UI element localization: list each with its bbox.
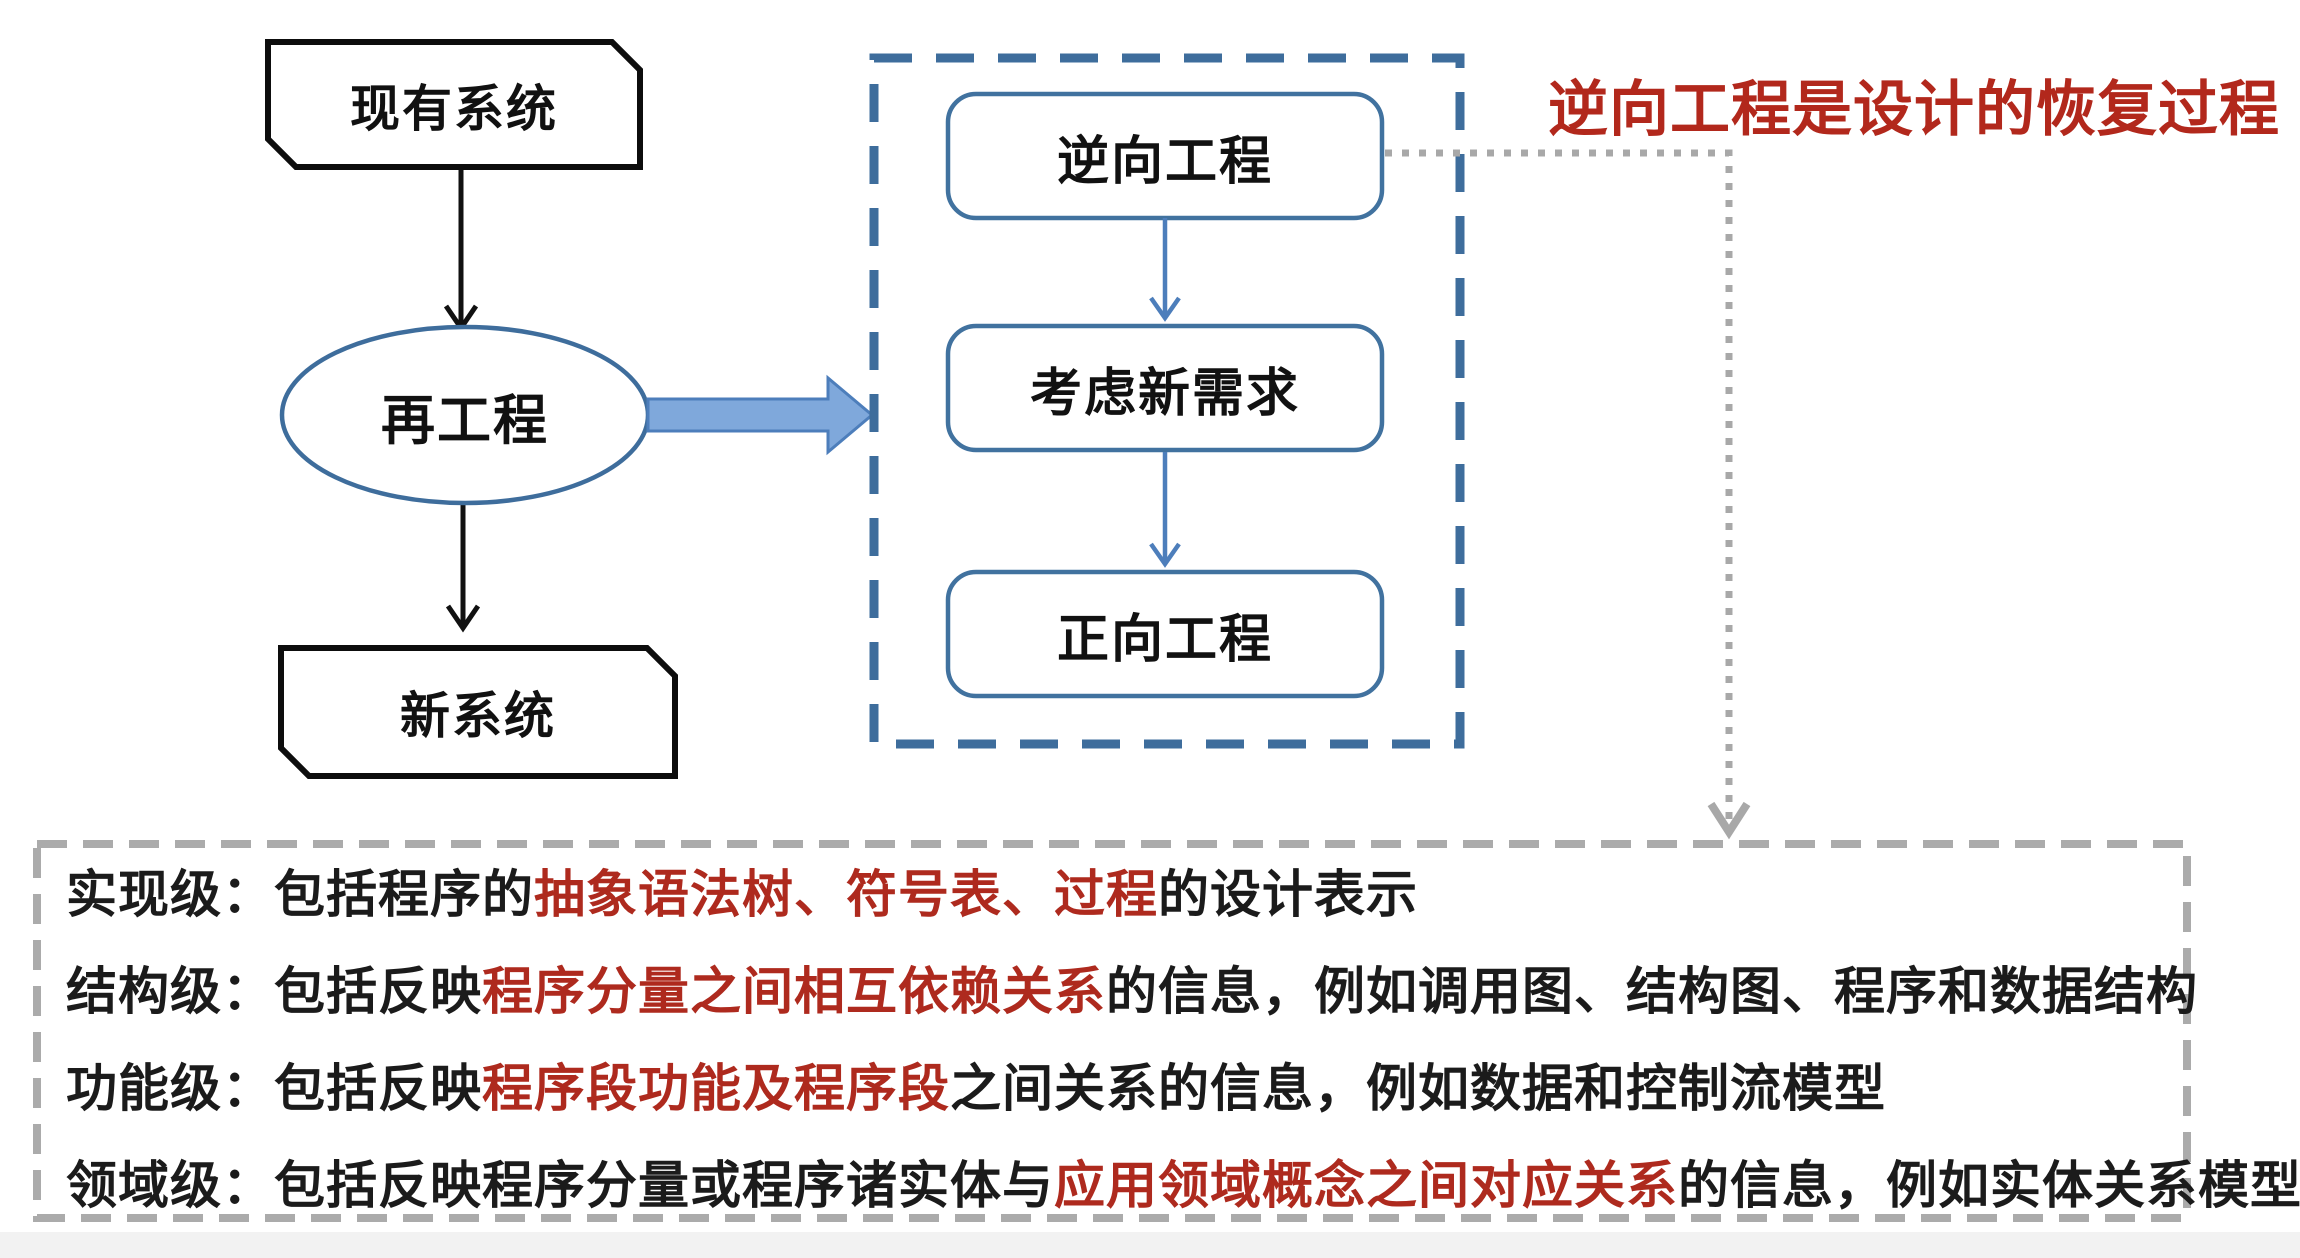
forward-engineering-shape xyxy=(945,569,1385,699)
consider-new-requirements-shape xyxy=(945,323,1385,453)
dotted-connector xyxy=(1385,149,1733,820)
levels-dashed-box xyxy=(33,840,2191,1222)
big-blue-arrow xyxy=(646,374,875,456)
reverse-engineering-label: 逆向工程 xyxy=(1056,132,1273,191)
page-title: 逆向工程是设计的恢复过程 xyxy=(1548,76,2280,143)
level-text: 的信息，例如实体关系模型 xyxy=(1678,1157,2300,1214)
level-line-structure: 结构级：包括反映程序分量之间相互依赖关系的信息，例如调用图、结构图、程序和数据结… xyxy=(66,943,2197,1040)
level-text-red: 抽象语法树、符号表、过程 xyxy=(534,866,1159,923)
level-text-red: 程序分量之间相互依赖关系 xyxy=(482,963,1107,1020)
level-text: 的设计表示 xyxy=(1158,866,1419,923)
level-line-domain: 领域级：包括反映程序分量或程序诸实体与应用领域概念之间对应关系的信息，例如实体关… xyxy=(66,1137,2300,1234)
dotted-connector-arrowhead xyxy=(1707,801,1751,840)
levels-text-block: 实现级：包括程序的抽象语法树、符号表、过程的设计表示 结构级：包括反映程序分量之… xyxy=(66,846,2300,1234)
level-text: 结构级：包括反映 xyxy=(66,963,483,1020)
new-system-shape xyxy=(278,645,678,779)
level-text-red: 程序段功能及程序段 xyxy=(482,1060,951,1117)
level-text: 领域级：包括反映程序分量或程序诸实体与 xyxy=(66,1157,1055,1214)
arrowhead-requirements-to-forward xyxy=(1149,542,1181,568)
level-text: 功能级：包括反映 xyxy=(66,1060,483,1117)
bottom-edge-strip xyxy=(0,1232,2300,1258)
existing-system-shape xyxy=(265,39,643,170)
level-text: 之间关系的信息，例如数据和控制流模型 xyxy=(950,1060,1887,1117)
consider-new-requirements-label: 考虑新需求 xyxy=(1029,364,1300,423)
existing-system-label: 现有系统 xyxy=(350,80,558,137)
level-line-implementation: 实现级：包括程序的抽象语法树、符号表、过程的设计表示 xyxy=(66,846,2166,943)
reengineering-label: 再工程 xyxy=(381,390,549,451)
level-text: 的信息，例如调用图、结构图、程序和数据结构 xyxy=(1106,963,2199,1020)
new-system-label: 新系统 xyxy=(400,688,556,744)
level-text: 实现级：包括程序的 xyxy=(66,866,535,923)
process-group-dashed-box xyxy=(869,53,1465,749)
level-text-red: 应用领域概念之间对应关系 xyxy=(1054,1157,1679,1214)
arrowhead-reengineering-to-new xyxy=(445,604,481,633)
forward-engineering-label: 正向工程 xyxy=(1056,610,1273,669)
arrowhead-reverse-to-requirements xyxy=(1149,296,1181,322)
level-line-function: 功能级：包括反映程序段功能及程序段之间关系的信息，例如数据和控制流模型 xyxy=(66,1040,2166,1137)
